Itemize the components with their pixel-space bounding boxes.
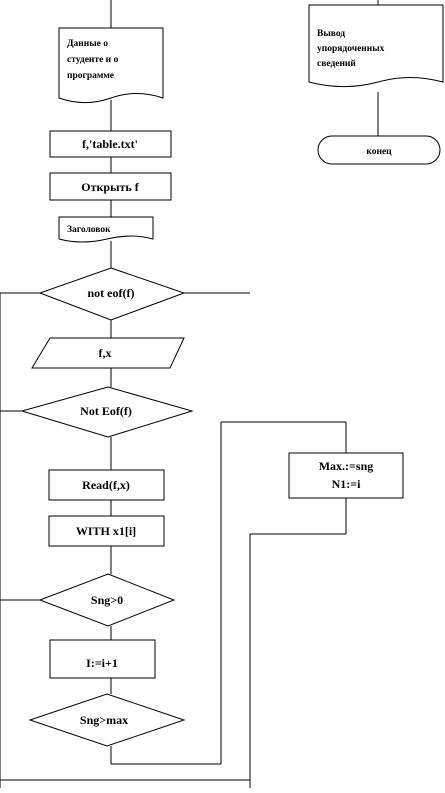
doc-input-line-3: программе (67, 71, 114, 81)
decision-sng-gt-0: Sng>0 (38, 573, 176, 627)
decision-sng-gt-max: Sng>max (28, 693, 186, 747)
decision-shape (38, 573, 176, 627)
process-open-file-label: Открыть f (81, 180, 139, 194)
process-open-file: Открыть f (49, 172, 172, 201)
decision-not-eof-1: not eof(f) (38, 267, 186, 321)
decision-sng-gt-max-label: Sng>max (80, 713, 128, 727)
doc-output-line-3: сведений (317, 58, 356, 69)
doc-input-line-2: студенте и о (67, 55, 119, 65)
process-assign-max-line-1: Max.:=sng (319, 459, 374, 473)
decision-not-eof-2: Not Eof(f) (20, 386, 194, 438)
process-shape (288, 452, 404, 499)
terminal-shape (317, 135, 441, 165)
doc-output-line-2: упорядоченных (317, 44, 385, 54)
doc-output-block: Вывод упорядоченных сведений (308, 4, 444, 87)
doc-header-label: Заголовок (67, 225, 111, 235)
decision-not-eof-2-label: Not Eof(f) (80, 404, 132, 418)
io-fx: f,x (31, 337, 185, 369)
decision-not-eof-1-label: not eof(f) (88, 286, 135, 300)
process-inc-i: I:=i+1 (49, 639, 156, 679)
process-read-label: Read(f,x) (82, 478, 130, 492)
process-read: Read(f,x) (48, 469, 165, 501)
document-shape (58, 216, 154, 243)
process-shape (48, 515, 165, 547)
process-shape (48, 469, 165, 501)
doc-input-block: Данные о студенте и о программе (58, 27, 164, 103)
document-shape (58, 27, 164, 103)
process-assign-file-label: f,'table.txt' (82, 137, 138, 151)
io-shape (31, 337, 185, 369)
terminal-end: конец (317, 135, 441, 165)
decision-shape (20, 386, 194, 438)
process-assign-file: f,'table.txt' (49, 130, 172, 158)
connector-lines (0, 0, 379, 788)
decision-shape (28, 693, 186, 747)
io-fx-label: f,x (99, 346, 112, 360)
process-with: WITH x1[i] (48, 515, 165, 547)
doc-input-line-1: Данные о (67, 39, 108, 49)
process-shape (49, 130, 172, 158)
process-inc-i-label: I:=i+1 (86, 656, 118, 670)
doc-header-block: Заголовок (58, 216, 154, 243)
process-shape (49, 172, 172, 201)
process-with-label: WITH x1[i] (76, 524, 136, 538)
doc-output-line-1: Вывод (317, 29, 345, 39)
process-assign-max-line-2: N1:=i (332, 477, 362, 491)
process-assign-max: Max.:=sng N1:=i (288, 452, 404, 499)
decision-shape (38, 267, 186, 321)
terminal-end-label: конец (366, 147, 392, 157)
document-shape (308, 4, 444, 87)
decision-sng-gt-0-label: Sng>0 (91, 593, 123, 607)
process-shape (49, 639, 156, 679)
